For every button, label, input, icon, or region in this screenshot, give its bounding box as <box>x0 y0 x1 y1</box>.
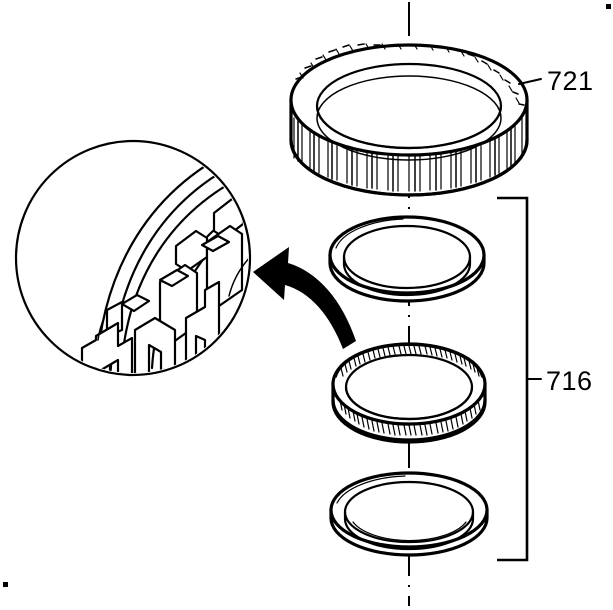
spline-near-contour <box>331 398 487 442</box>
top-edge-serration-ticks <box>299 43 520 104</box>
splined-sensor-ring-middle <box>331 342 487 444</box>
gear-teeth-side <box>293 117 523 192</box>
flat-shim-ring-upper <box>328 215 486 303</box>
assembly-bracket-716 <box>497 196 529 562</box>
detail-callout-arrow <box>253 247 356 349</box>
serrated-top-edge <box>289 43 529 157</box>
top-edge-serrations <box>295 43 525 106</box>
shim-upper-outer <box>328 215 486 295</box>
shim-lower-bore <box>343 480 475 544</box>
detail-circle-border <box>14 139 252 377</box>
detail-pedestal <box>80 321 134 373</box>
shim-upper-bore <box>342 224 472 290</box>
magnified-detail-circle <box>14 139 252 377</box>
scan-speck-top-right <box>606 4 611 9</box>
flat-shim-ring-lower <box>329 471 489 557</box>
shim-lower-inner-shade <box>352 521 467 542</box>
shim-lower-outer <box>329 471 489 549</box>
spline-teeth-far-tips <box>344 345 476 373</box>
shim-lower-highlight <box>336 475 406 504</box>
shim-upper-highlight <box>335 218 404 249</box>
toothed-sensor-ring-top <box>289 43 529 197</box>
ring-bore-depth <box>316 75 502 161</box>
label-721: 721 <box>547 66 594 96</box>
spline-teeth-near <box>339 399 481 436</box>
spline-teeth-near-tips <box>343 403 477 436</box>
detail-wedge-faces <box>120 234 231 313</box>
splined-ring-bore-lower <box>344 385 474 421</box>
label-716: 716 <box>546 366 593 396</box>
detail-notch-feature <box>133 316 177 373</box>
ring-bore-lower <box>315 104 503 150</box>
scan-speck-bottom-left <box>3 582 8 587</box>
leader-721 <box>518 78 542 85</box>
ring-bottom-rim <box>289 138 529 197</box>
spline-far-contour <box>335 344 483 378</box>
splined-ring-outer <box>331 342 487 426</box>
spline-teeth-far <box>340 345 480 377</box>
